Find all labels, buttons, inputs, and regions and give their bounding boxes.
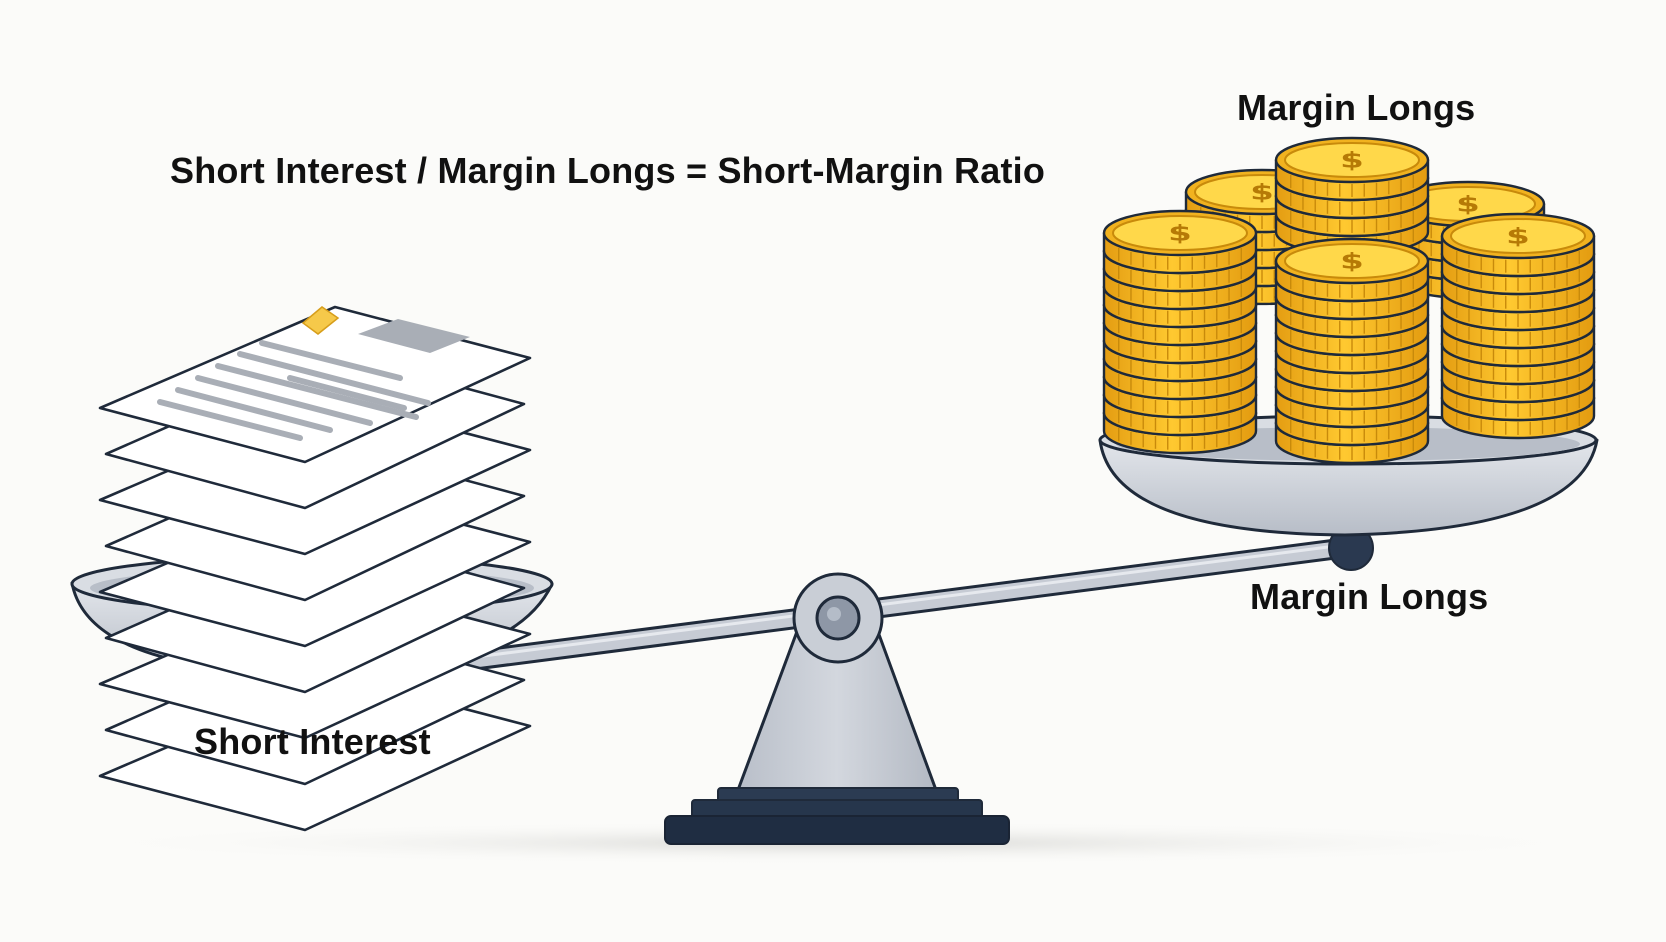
coin-stack: $ [1102, 209, 1258, 455]
dollar-sign-icon: $ [1456, 192, 1480, 217]
top-document-lines [157, 306, 470, 441]
scale-base [664, 787, 1010, 845]
scale-stand [736, 572, 938, 792]
margin-longs-side-label: Margin Longs [1250, 576, 1489, 617]
coin-stack: $ [1274, 237, 1430, 465]
dollar-sign-icon: $ [1250, 180, 1274, 205]
dollar-sign-icon: $ [1340, 148, 1364, 173]
dollar-sign-icon: $ [1340, 249, 1364, 274]
coin: $ [1440, 212, 1596, 278]
dollar-sign-icon: $ [1506, 224, 1530, 249]
coin: $ [1274, 237, 1430, 303]
coin: $ [1102, 209, 1258, 275]
margin-longs-top-label: Margin Longs [1237, 87, 1476, 128]
coin-stack: $ [1440, 212, 1596, 440]
coin-stack: $ [1274, 136, 1430, 256]
short-interest-label: Short Interest [194, 721, 431, 762]
formula-title: Short Interest / Margin Longs = Short-Ma… [170, 150, 1046, 191]
dollar-sign-icon: $ [1168, 221, 1192, 246]
coin: $ [1274, 136, 1430, 202]
coin-stacks-icon: $ $ $ $ $ $ [1102, 136, 1596, 465]
document-stack-icon [98, 305, 532, 832]
